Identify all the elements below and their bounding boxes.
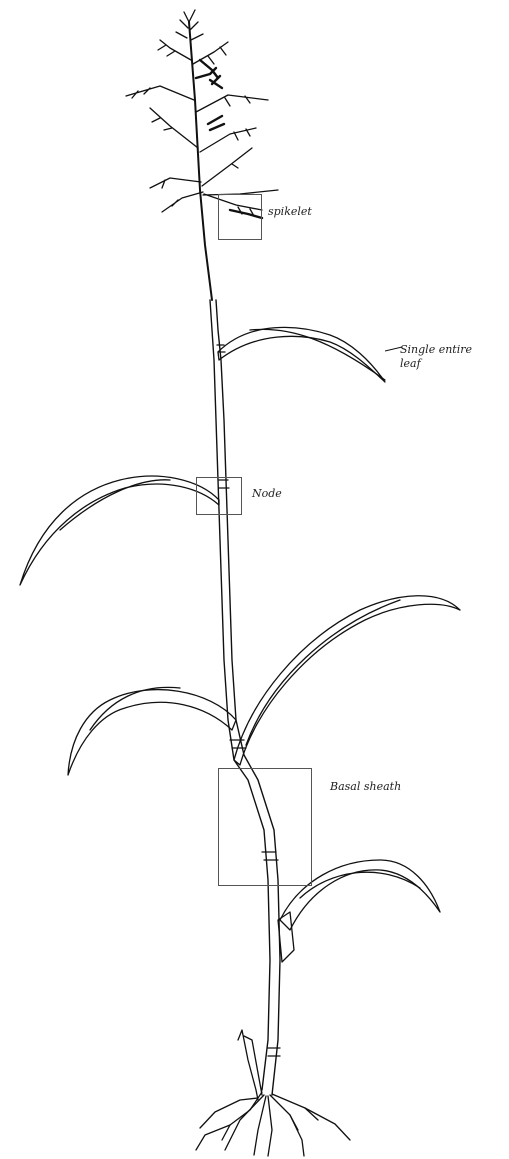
basal-sheath-label: Basal sheath xyxy=(330,780,401,794)
spikelet-callout-box xyxy=(218,194,262,240)
panicle xyxy=(126,10,278,300)
leaf-pointer-line xyxy=(385,345,403,355)
single-entire-leaf-label: Single entire leaf xyxy=(400,343,472,371)
node-callout-box xyxy=(196,477,242,515)
spikelet-label: spikelet xyxy=(268,205,312,219)
base-and-roots xyxy=(196,1030,350,1156)
node-label: Node xyxy=(252,487,282,501)
single-entire-leaf-label-line2: leaf xyxy=(400,357,472,371)
single-entire-leaf-label-line1: Single entire xyxy=(400,343,472,357)
basal-sheath-callout-box xyxy=(218,768,312,886)
culm xyxy=(210,300,294,1095)
